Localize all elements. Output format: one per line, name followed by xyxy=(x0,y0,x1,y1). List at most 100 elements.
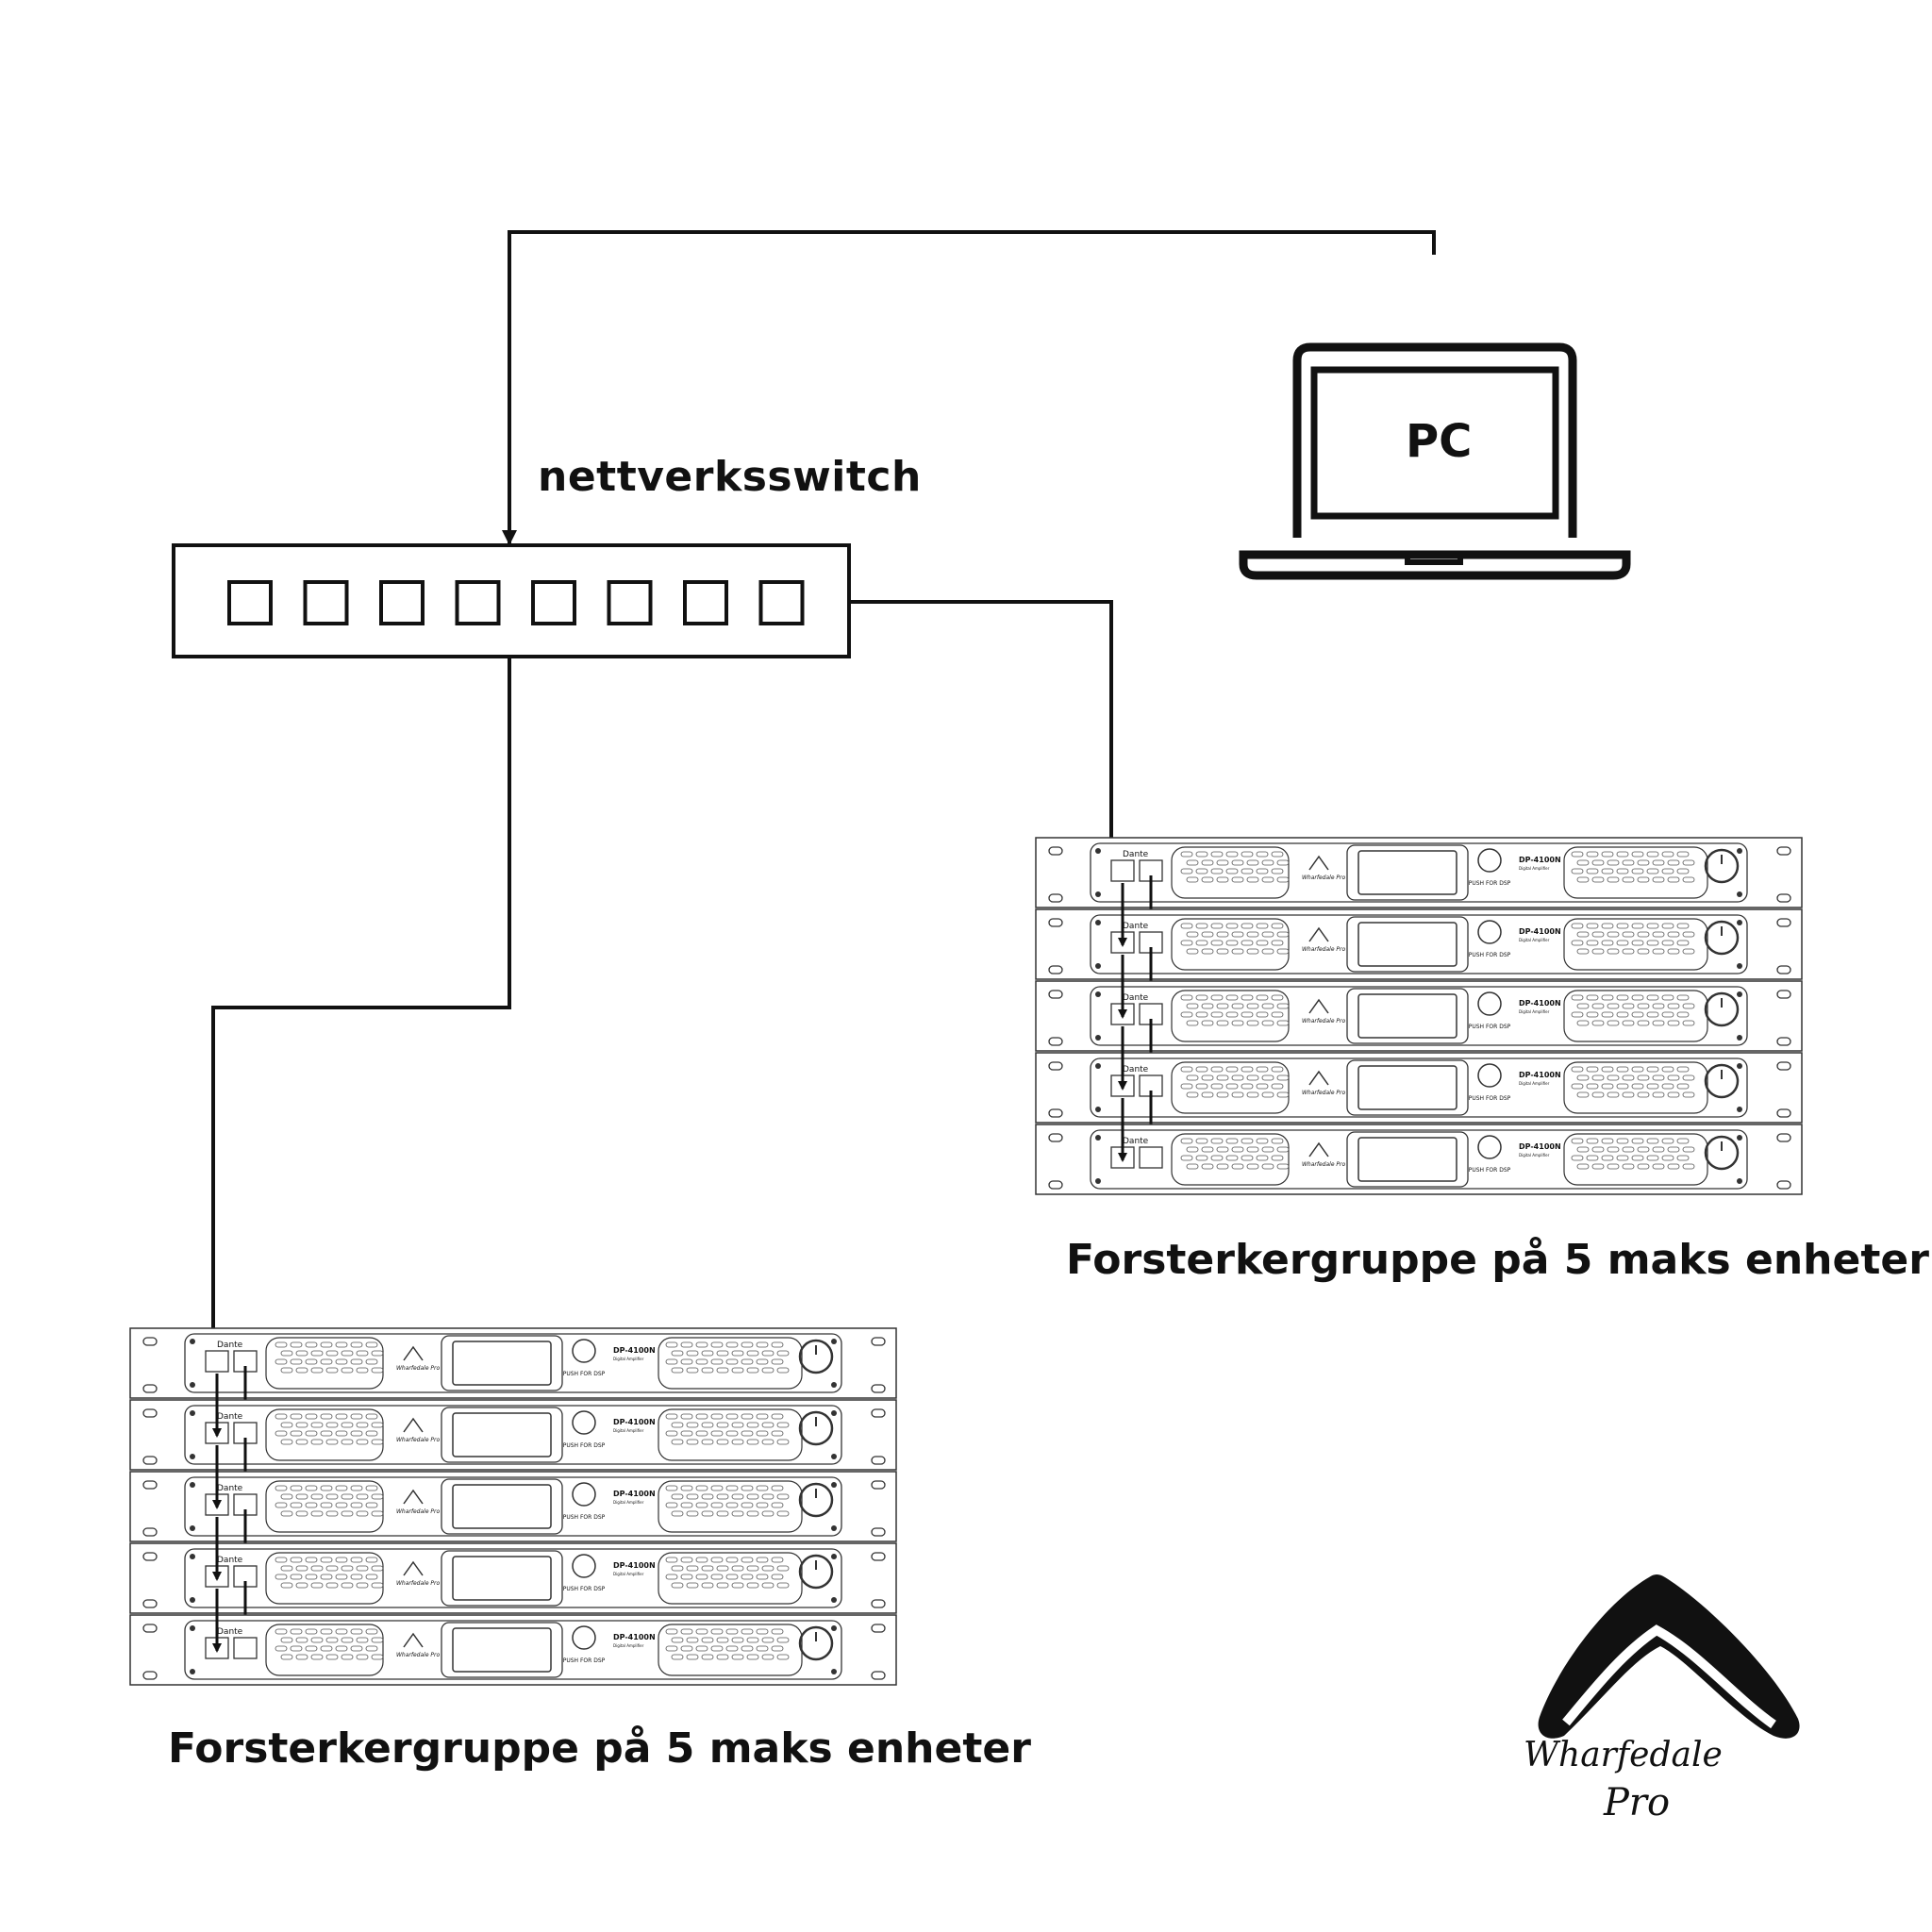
amp-model: DP-4100N xyxy=(1519,999,1561,1008)
amp-brand: Wharfedale Pro xyxy=(396,1580,441,1587)
amp-display xyxy=(452,1556,552,1601)
amp-subtitle: Digital Amplifier xyxy=(613,1572,644,1576)
dsp-button-label: PUSH FOR DSP xyxy=(1469,952,1511,958)
dsp-button xyxy=(1477,920,1502,944)
dante-badge: Dante xyxy=(217,1627,243,1637)
amp-display xyxy=(452,1412,552,1457)
amp-model: DP-4100N xyxy=(613,1346,656,1355)
dsp-button-label: PUSH FOR DSP xyxy=(563,1514,606,1521)
dsp-button xyxy=(1477,1063,1502,1088)
volume-knob xyxy=(1704,1135,1740,1171)
vent-grille xyxy=(265,1408,384,1461)
switch-port xyxy=(607,580,653,625)
amp-brand: Wharfedale Pro xyxy=(1302,1018,1346,1024)
amp-display xyxy=(452,1341,552,1386)
amp-subtitle: Digital Amplifier xyxy=(1519,938,1550,942)
group-left-label: Forsterkergruppe på 5 maks enheter xyxy=(168,1724,1031,1773)
amp-subtitle: Digital Amplifier xyxy=(1519,1153,1550,1158)
dante-badge: Dante xyxy=(1123,993,1149,1003)
volume-knob xyxy=(1704,991,1740,1027)
switch-to-right-group-link xyxy=(849,600,1116,858)
dsp-button xyxy=(572,1482,596,1507)
amp-subtitle: Digital Amplifier xyxy=(613,1357,644,1361)
dsp-button-label: PUSH FOR DSP xyxy=(1469,1167,1511,1174)
vent-grille xyxy=(1171,1133,1290,1186)
dsp-button-label: PUSH FOR DSP xyxy=(563,1442,606,1449)
amp-display xyxy=(452,1627,552,1673)
volume-knob xyxy=(1704,848,1740,884)
amp-subtitle: Digital Amplifier xyxy=(613,1500,644,1505)
dsp-button-label: PUSH FOR DSP xyxy=(1469,1024,1511,1030)
vent-grille xyxy=(265,1480,384,1533)
dante-badge: Dante xyxy=(1123,1065,1149,1074)
pc-label: PC xyxy=(1406,415,1473,468)
switch-label: nettverksswitch xyxy=(538,453,922,501)
amp-model: DP-4100N xyxy=(613,1633,656,1641)
volume-knob xyxy=(1704,920,1740,956)
laptop-icon xyxy=(1239,342,1631,580)
amp-model: DP-4100N xyxy=(1519,1071,1561,1079)
amp-model: DP-4100N xyxy=(613,1418,656,1426)
amp-brand: Wharfedale Pro xyxy=(1302,946,1346,953)
dsp-button xyxy=(1477,991,1502,1016)
amp-subtitle: Digital Amplifier xyxy=(1519,1009,1550,1014)
amp-brand: Wharfedale Pro xyxy=(1302,874,1346,881)
switch-port xyxy=(531,580,576,625)
amp-model: DP-4100N xyxy=(1519,1142,1561,1151)
amp-subtitle: Digital Amplifier xyxy=(613,1428,644,1433)
group-right-label: Forsterkergruppe på 5 maks enheter xyxy=(1066,1236,1929,1284)
switch-to-left-group-link xyxy=(208,657,511,1351)
amp-display xyxy=(1357,1137,1457,1182)
volume-knob xyxy=(1704,1063,1740,1099)
amp-display xyxy=(1357,993,1457,1039)
amp-brand: Wharfedale Pro xyxy=(396,1508,441,1515)
network-switch xyxy=(172,543,851,658)
amp-brand: Wharfedale Pro xyxy=(1302,1161,1346,1168)
dsp-button xyxy=(1477,1135,1502,1159)
vent-grille xyxy=(265,1337,384,1390)
logo-name: Wharfedale xyxy=(1524,1736,1723,1774)
vent-grille xyxy=(1171,1061,1290,1114)
dsp-button-label: PUSH FOR DSP xyxy=(563,1586,606,1592)
vent-grille xyxy=(1171,990,1290,1042)
network-port-out xyxy=(233,1637,258,1659)
switch-port xyxy=(758,580,805,625)
amp-display xyxy=(1357,850,1457,895)
dsp-button xyxy=(572,1625,596,1650)
network-port-in xyxy=(1110,859,1135,882)
vent-grille xyxy=(1171,918,1290,971)
amp-model: DP-4100N xyxy=(613,1490,656,1498)
amp-brand: Wharfedale Pro xyxy=(1302,1090,1346,1096)
vent-grille xyxy=(1171,846,1290,899)
amp-model: DP-4100N xyxy=(613,1561,656,1570)
dsp-button-label: PUSH FOR DSP xyxy=(563,1371,606,1377)
dante-badge: Dante xyxy=(217,1412,243,1422)
dante-badge: Dante xyxy=(1123,922,1149,931)
dsp-button-label: PUSH FOR DSP xyxy=(563,1657,606,1664)
volume-knob xyxy=(798,1554,834,1590)
amp-display xyxy=(452,1484,552,1529)
logo-sub: Pro xyxy=(1604,1781,1671,1824)
wharfedale-logo-icon xyxy=(1538,1574,1800,1739)
switch-port xyxy=(303,580,349,625)
volume-knob xyxy=(798,1339,834,1374)
vent-grille xyxy=(265,1552,384,1605)
volume-knob xyxy=(798,1625,834,1661)
dsp-button xyxy=(572,1554,596,1578)
amp-subtitle: Digital Amplifier xyxy=(1519,1081,1550,1086)
amp-model: DP-4100N xyxy=(1519,927,1561,936)
amp-brand: Wharfedale Pro xyxy=(396,1437,441,1443)
amp-model: DP-4100N xyxy=(1519,856,1561,864)
switch-port xyxy=(683,580,728,625)
dante-badge: Dante xyxy=(1123,850,1149,859)
